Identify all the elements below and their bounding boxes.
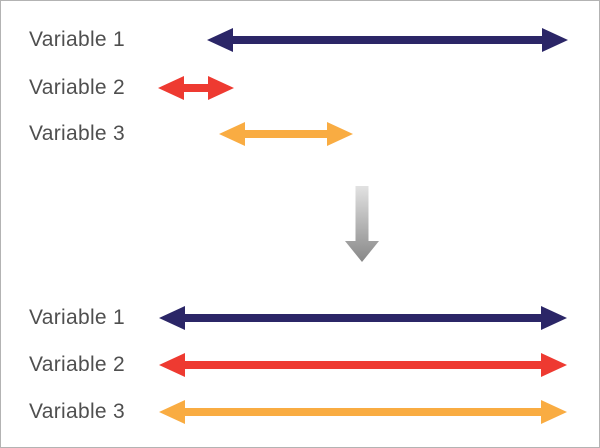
arrow-right-head xyxy=(541,306,567,330)
variable-row: Variable 1 xyxy=(1,26,599,54)
variable-row: Variable 3 xyxy=(1,120,599,148)
arrow-left-head xyxy=(159,306,185,330)
arrow-left-head xyxy=(159,400,185,424)
arrow-shaft xyxy=(244,130,328,138)
variable-label: Variable 2 xyxy=(29,76,126,99)
arrow-left-head xyxy=(219,122,245,146)
arrow-left-head xyxy=(159,353,185,377)
down-arrow-icon xyxy=(345,186,379,262)
range-arrow xyxy=(219,122,353,146)
arrow-right-head xyxy=(541,400,567,424)
arrow-shaft xyxy=(183,84,209,92)
arrow-left-head xyxy=(207,28,233,52)
arrow-shaft xyxy=(184,361,542,369)
range-arrow xyxy=(159,306,567,330)
variable-label: Variable 3 xyxy=(29,122,126,145)
range-arrow xyxy=(159,353,567,377)
arrow-shaft xyxy=(232,36,543,44)
variable-label: Variable 1 xyxy=(29,28,126,51)
variable-row: Variable 3 xyxy=(1,398,599,426)
arrow-right-head xyxy=(542,28,568,52)
variable-label: Variable 3 xyxy=(29,400,126,423)
variable-row: Variable 1 xyxy=(1,304,599,332)
variable-label: Variable 2 xyxy=(29,353,126,376)
variable-row: Variable 2 xyxy=(1,351,599,379)
arrow-left-head xyxy=(158,76,184,100)
arrow-shaft xyxy=(184,408,542,416)
range-arrow xyxy=(158,76,234,100)
range-arrow xyxy=(159,400,567,424)
arrow-right-head xyxy=(208,76,234,100)
arrow-right-head xyxy=(541,353,567,377)
variable-row: Variable 2 xyxy=(1,74,599,102)
range-arrow xyxy=(207,28,568,52)
variable-label: Variable 1 xyxy=(29,306,126,329)
arrow-right-head xyxy=(327,122,353,146)
arrow-shaft xyxy=(184,314,542,322)
